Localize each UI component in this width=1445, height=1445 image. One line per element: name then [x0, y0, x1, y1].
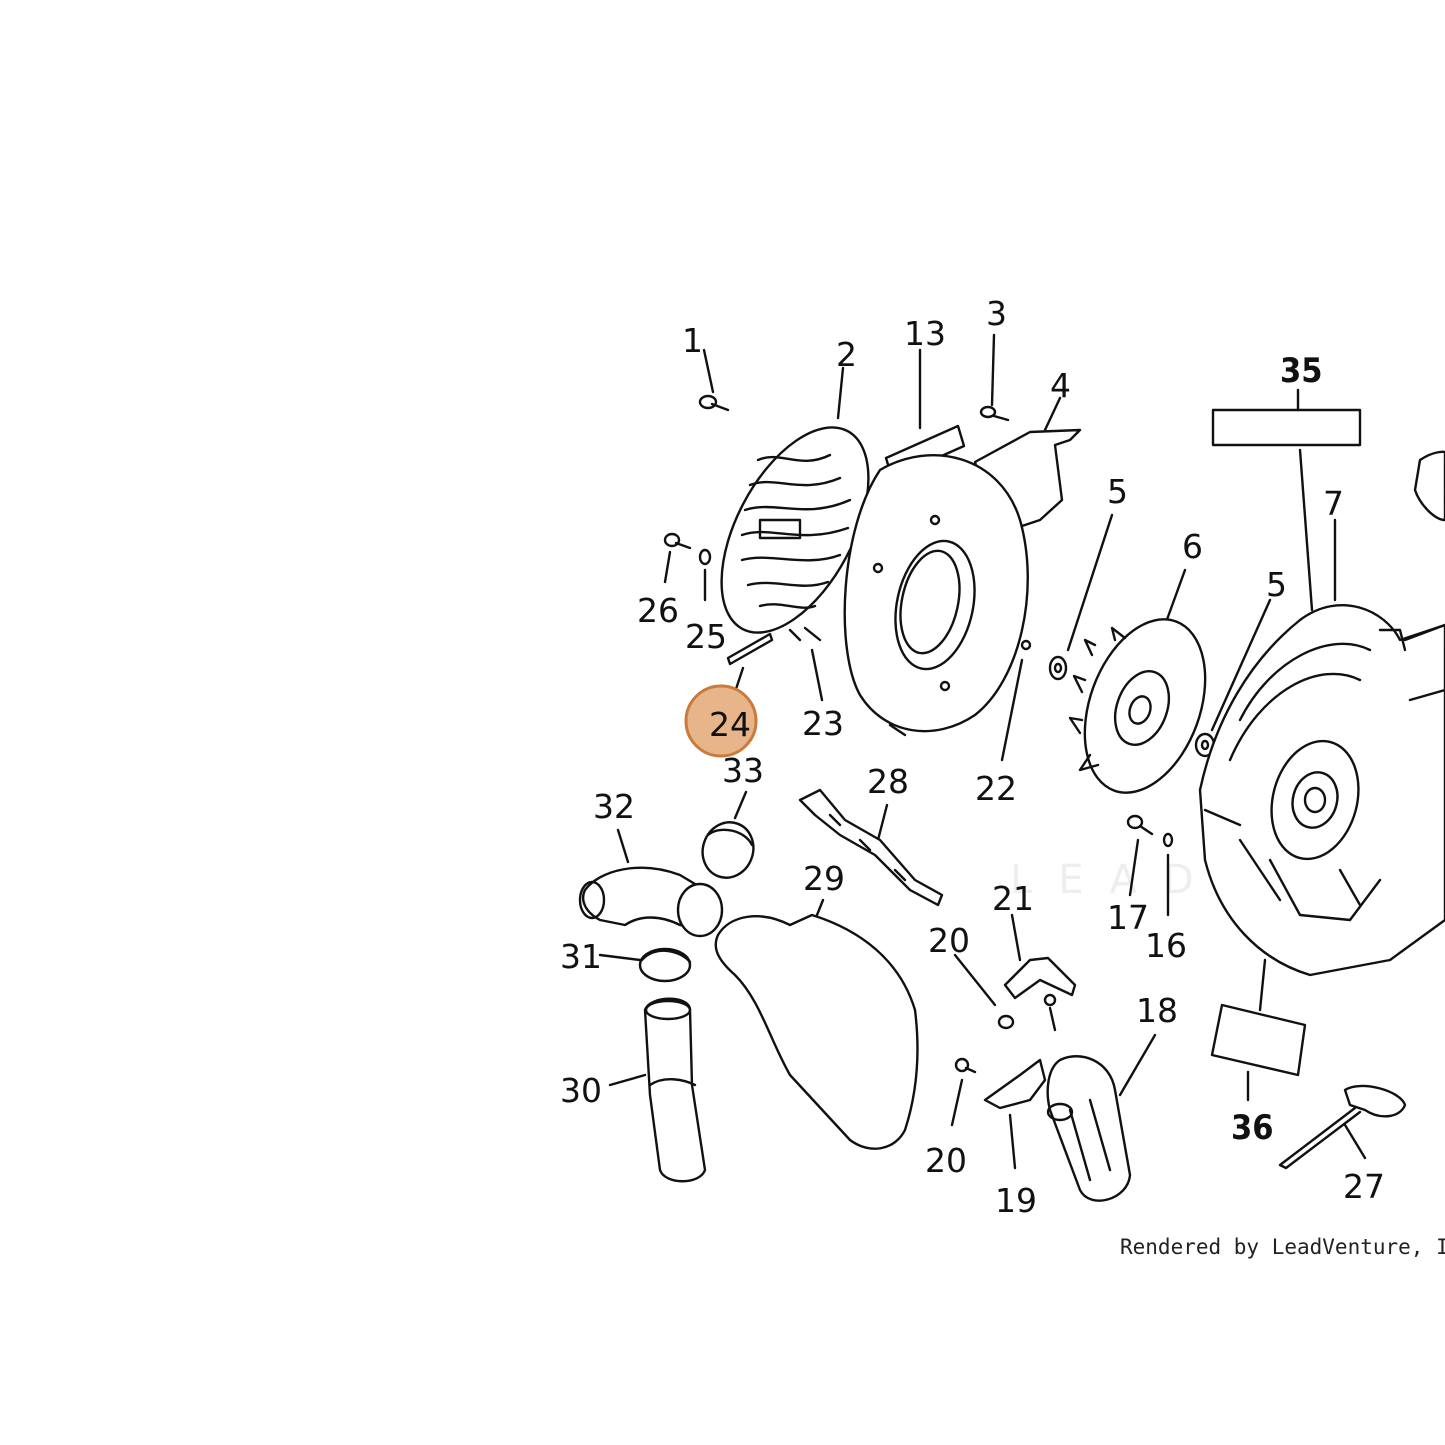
render-credit: Rendered by LeadVenture, Inc. [1120, 1235, 1445, 1259]
part-1-bolt [698, 348, 730, 412]
part-30-pipe [608, 997, 707, 1183]
part-16-washer [1162, 832, 1174, 917]
callout-28[interactable]: 28 [867, 762, 909, 801]
part-7-fan-case [1198, 518, 1445, 977]
part-housing [843, 453, 1029, 737]
callout-23[interactable]: 23 [802, 704, 844, 743]
callout-16[interactable]: 16 [1145, 926, 1187, 965]
part-6-impeller [1068, 568, 1207, 794]
part-24-pin [726, 632, 774, 697]
callout-7[interactable]: 7 [1323, 484, 1344, 523]
part-33-clamp [701, 790, 755, 879]
part-25-washer [698, 548, 712, 602]
callout-1[interactable]: 1 [682, 321, 703, 360]
callout-31[interactable]: 31 [560, 937, 602, 976]
part-17-screw [1126, 814, 1154, 897]
callout-29[interactable]: 29 [803, 859, 845, 898]
part-2-grille [720, 366, 870, 634]
callout-2[interactable]: 2 [836, 335, 857, 374]
callout-5a[interactable]: 5 [1107, 472, 1128, 511]
part-18-duct [1046, 1033, 1157, 1202]
callout-4[interactable]: 4 [1050, 366, 1071, 405]
callout-27[interactable]: 27 [1343, 1167, 1385, 1206]
callout-36[interactable]: 36 [1231, 1108, 1274, 1148]
part-20-screw-a [953, 953, 1015, 1030]
part-22-screw [1000, 639, 1032, 762]
callout-32[interactable]: 32 [593, 787, 635, 826]
part-5-washer-a [1048, 513, 1114, 681]
part-32-elbow-pipe [578, 828, 724, 938]
callout-13[interactable]: 13 [904, 314, 946, 353]
part-27-wrench [1278, 1084, 1407, 1170]
part-28-hose [798, 788, 944, 907]
part-19-bracket [983, 1058, 1047, 1170]
callout-22[interactable]: 22 [975, 769, 1017, 808]
part-36-kit-box [1210, 958, 1307, 1102]
callout-33[interactable]: 33 [722, 751, 764, 790]
callout-5b[interactable]: 5 [1266, 565, 1287, 604]
callout-26[interactable]: 26 [637, 591, 679, 630]
part-20-screw-b [950, 1057, 977, 1127]
callout-21[interactable]: 21 [992, 879, 1034, 918]
callout-20a[interactable]: 20 [928, 921, 970, 960]
callout-30[interactable]: 30 [560, 1071, 602, 1110]
part-35-kit-box [1211, 388, 1362, 612]
part-23-bolt [788, 626, 824, 702]
callout-24[interactable]: 24 [709, 705, 751, 744]
part-29-air-cover [714, 898, 919, 1150]
callout-20b[interactable]: 20 [925, 1141, 967, 1180]
callout-18[interactable]: 18 [1136, 991, 1178, 1030]
part-31-clamp [598, 947, 692, 983]
part-partial-top-right [1413, 450, 1445, 522]
highlight-marker [684, 684, 758, 758]
part-3-screw [979, 333, 1010, 422]
callout-25[interactable]: 25 [685, 617, 727, 656]
callout-3[interactable]: 3 [986, 294, 1007, 333]
part-21-bracket [1003, 913, 1077, 1032]
callout-6[interactable]: 6 [1182, 527, 1203, 566]
callout-35[interactable]: 35 [1280, 351, 1323, 391]
part-26-screw [663, 532, 692, 584]
callout-19[interactable]: 19 [995, 1181, 1037, 1220]
callout-17[interactable]: 17 [1107, 898, 1149, 937]
